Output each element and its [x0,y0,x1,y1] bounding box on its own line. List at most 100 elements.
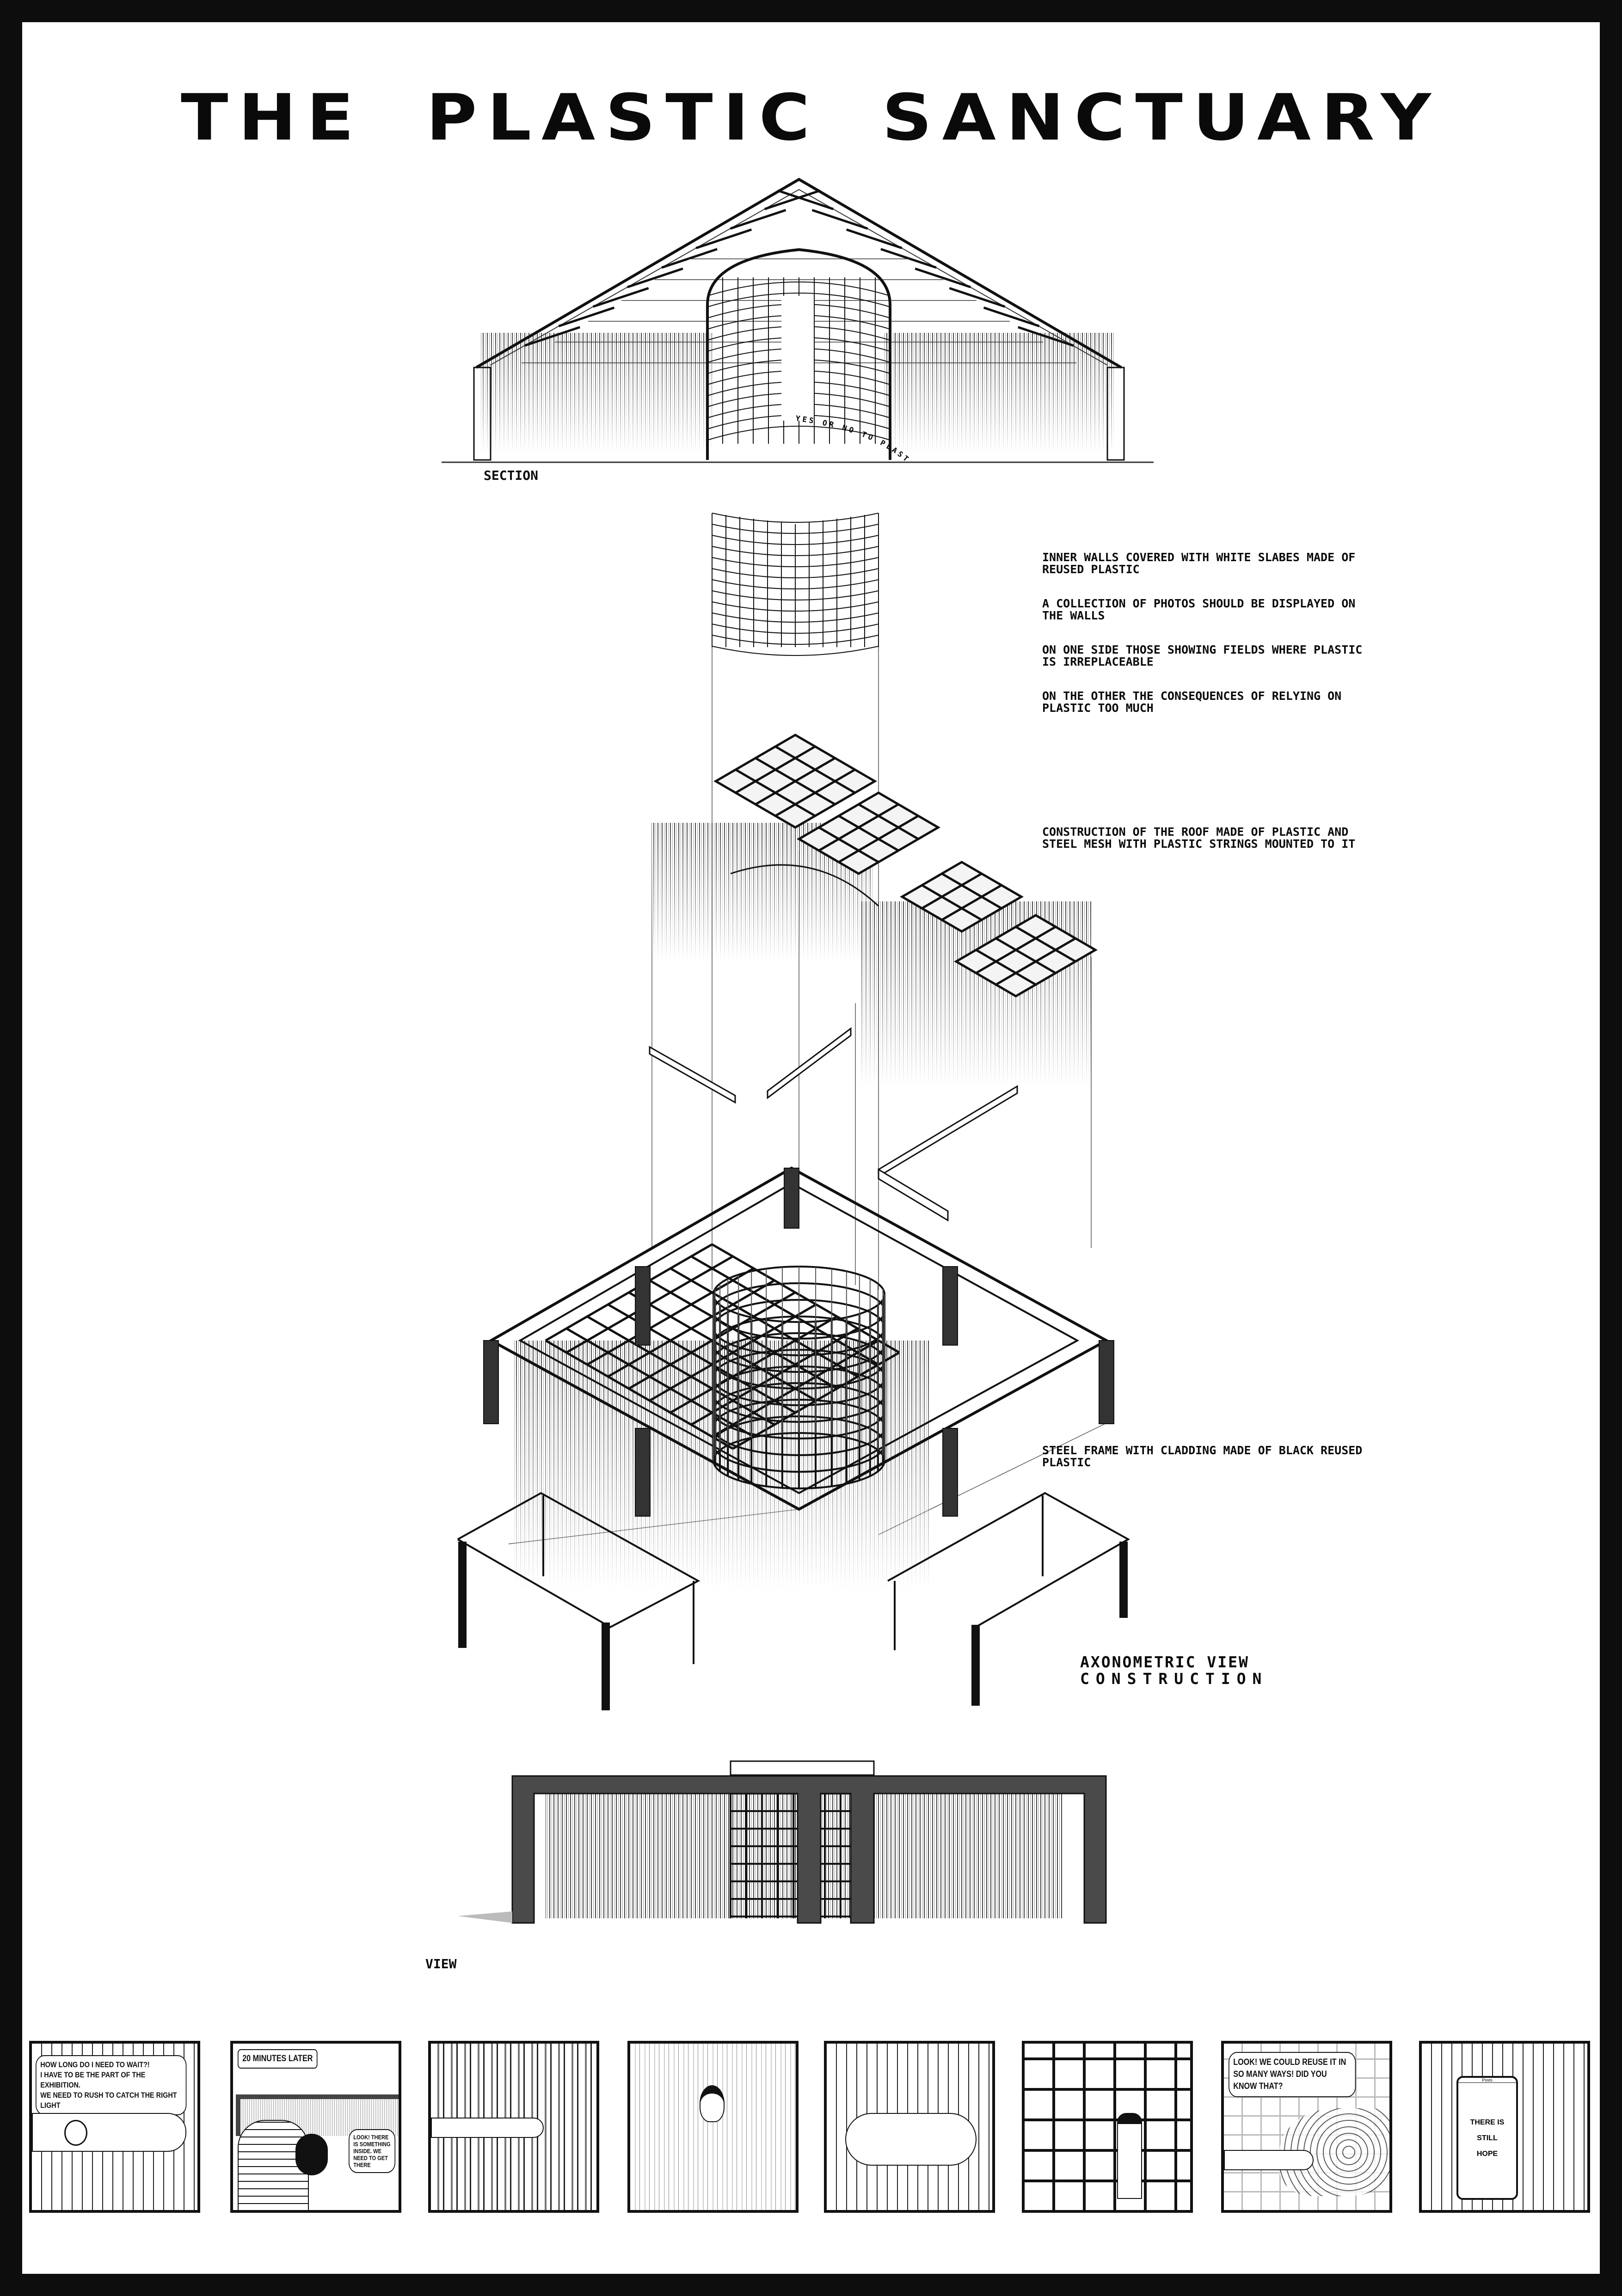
cylinder-mesh-ring [712,579,879,589]
comic-panel-5 [824,2041,995,2213]
roof-mesh-line [774,745,856,794]
watch-icon [32,2113,186,2152]
roof-grid-line [524,326,581,347]
section-drawing: YES OR NO TO PLASTIC? [0,0,1154,465]
floor-mesh-line [711,1243,900,1354]
roof-mesh-line [1015,925,1076,963]
person-in-cylinder [1117,2113,1142,2199]
floor-mesh-line [545,1339,734,1450]
cylinder-mesh-ring [712,635,879,645]
pointing-hand-sketch [1224,2150,1314,2170]
phone-message: THERE IS STILL HOPE [1460,2115,1514,2162]
roof-grid-line [983,306,1040,327]
cylinder-mesh-ring [707,293,891,307]
roof-grid-line [764,189,821,210]
caption-box: 20 MINUTES LATER [238,2049,318,2069]
frame-column [942,1266,958,1346]
cylinder-mesh-ring [707,282,891,296]
note-consequences: ON THE OTHER THE CONSEQUENCES OF RELYING… [1042,689,1342,715]
roof-mesh-line [921,884,983,921]
roof-grid-line [880,248,937,269]
section-cylinder-mesh [706,248,891,460]
frame-column [1099,1340,1114,1424]
person-woman-hair [295,2134,328,2175]
roof-mesh-line [941,884,1002,921]
roof-mesh-line [941,872,1002,910]
roof-grid-line [627,267,683,288]
roof-grid-line [811,209,868,230]
speech-bubble: LOOK! WE COULD REUSE IT IN SO MANY WAYS!… [1229,2052,1356,2097]
roof-grid-line [777,189,834,210]
comic-panel-8: Posts THERE IS STILL HOPE [1419,2041,1590,2213]
cylinder-mesh-ring [712,546,879,556]
cylinder-mesh-ring [712,535,879,545]
roof-mesh-line [838,814,899,852]
section-roof-outline [475,178,1122,369]
view-label: VIEW [425,1956,457,1971]
roof-grid-line [1017,326,1074,347]
speech-bubble: LOOK! THERE IS SOMETHING INSIDE. WE NEED… [349,2129,396,2173]
section-right-strings [883,333,1114,453]
inner-walls-notes: INNER WALLS COVERED WITH WHITE SLABES MA… [1042,551,1366,736]
poster-title: THE PLASTIC SANCTUARY [181,80,1441,155]
axonometric-line2: CONSTRUCTION [1080,1670,1268,1688]
roof-mesh-line [755,757,836,806]
hand-sketch [431,2118,544,2138]
phone-screen: Posts THERE IS STILL HOPE [1456,2076,1518,2200]
lower-supports [457,1492,1130,1710]
comic-panel-1: HOW LONG DO I NEED TO WAIT?! I HAVE TO B… [29,2041,200,2213]
roof-grid-line [915,267,971,288]
phone-message-line: THERE IS STILL [1470,2118,1505,2142]
phone-message-line: HOPE [1476,2150,1498,2158]
frame-inner-edge [518,1182,1080,1494]
inner-wall-cylinder [712,513,879,656]
cylinder-mesh-ring [707,426,891,441]
roof-beams [649,1027,1018,1222]
roof-grid-line [846,228,903,250]
section-left-strings [481,333,712,453]
frame-column [483,1340,499,1424]
roof-mesh-line [818,826,879,863]
comic-panel-7: LOOK! WE COULD REUSE IT IN SO MANY WAYS!… [1221,2041,1392,2213]
roof-grid-line [695,228,752,250]
note-roof: CONSTRUCTION OF THE ROOF MADE OF PLASTIC… [1042,825,1356,851]
roof-grid-line [592,287,649,308]
cylinder-mesh-ring [712,568,879,578]
roof-mesh-line [735,768,816,817]
elevation-frame [511,1775,1107,1924]
note-irreplaceable: ON ONE SIDE THOSE SHOWING FIELDS WHERE P… [1042,643,1363,668]
axonometric-label: AXONOMETRIC VIEW CONSTRUCTION [1080,1654,1268,1687]
section-label: SECTION [484,468,539,483]
axonometric-line1: AXONOMETRIC VIEW [1080,1653,1249,1671]
roof-circular-opening [730,864,879,907]
cylinder-mesh-ring [712,557,879,567]
roof-grid-line [661,248,718,269]
floor-mesh-line [565,1327,755,1438]
curved-text-path: YES OR NO TO PLASTIC? [0,0,909,465]
speech-line: WE NEED TO RUSH TO CATCH THE RIGHT LIGHT [40,2091,177,2110]
person-peeking [700,2085,725,2122]
phone-app-header: Posts [1458,2078,1516,2083]
speech-line: I HAVE TO BE THE PART OF THE EXHIBITION. [40,2070,146,2089]
section-right-column [1106,367,1125,461]
cylinder-mesh-ring [712,513,879,523]
roof-grid-line [949,287,1006,308]
frame-column [635,1266,651,1346]
section-left-column [473,367,492,461]
frame-column [942,1428,958,1517]
section-curved-text: YES OR NO TO PLASTIC? [0,0,912,465]
cylinder-opening [781,296,814,421]
roof-mesh-line [995,937,1057,974]
roof-mesh-line [975,949,1037,986]
roof-grid-line [558,306,615,327]
comic-panel-4 [627,2041,799,2213]
note-inner-walls: INNER WALLS COVERED WITH WHITE SLABES MA… [1042,551,1356,576]
frame-column [784,1168,799,1229]
section-roof-grid [522,189,1076,363]
frame-cylinder-mesh [713,1266,885,1489]
speech-line: HOW LONG DO I NEED TO WAIT?! [40,2060,150,2069]
comic-panel-3 [428,2041,599,2213]
floor-mesh-line [649,1279,838,1390]
